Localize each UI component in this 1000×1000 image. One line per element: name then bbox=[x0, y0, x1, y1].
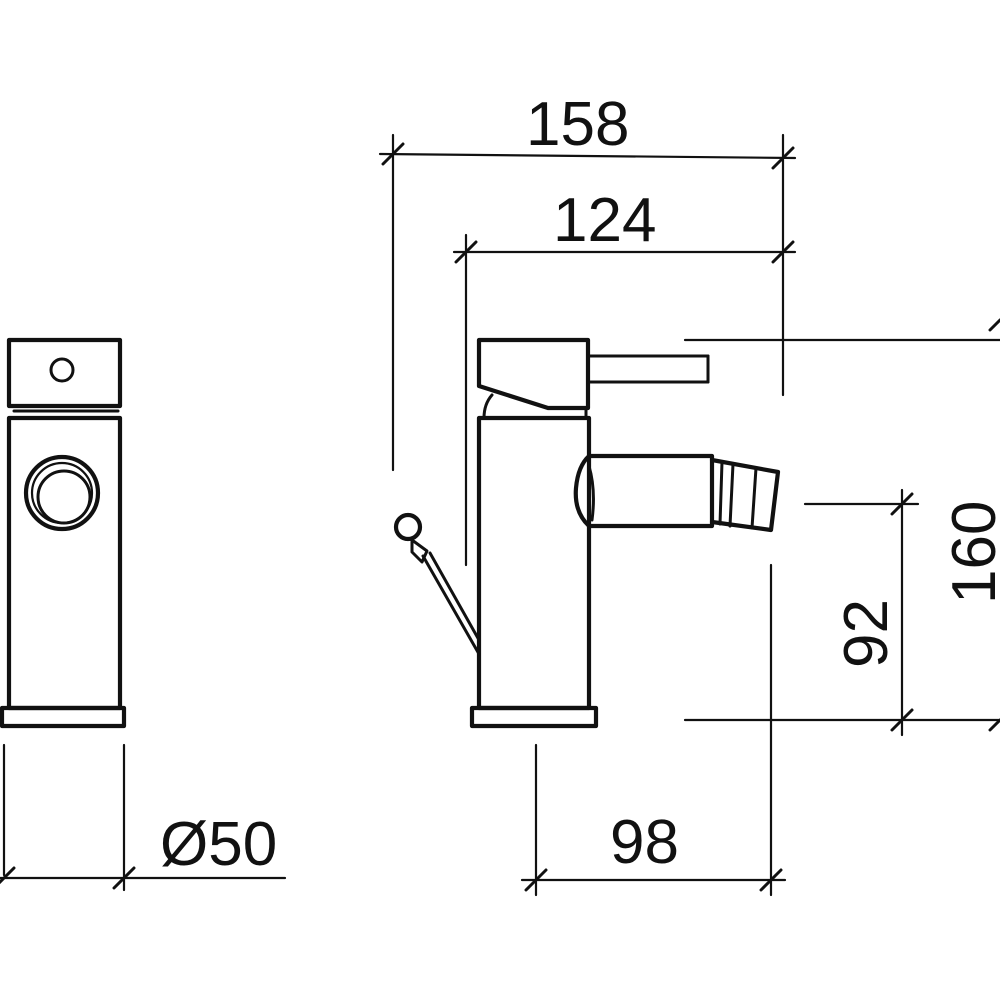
dimension-124-label: 124 bbox=[553, 186, 656, 255]
side-popup-rod bbox=[393, 512, 481, 656]
dimension-160-label: 160 bbox=[940, 501, 1000, 604]
front-view: Ø50 bbox=[0, 337, 287, 892]
dimension-98-label: 98 bbox=[610, 808, 679, 877]
dimension-158 bbox=[378, 133, 797, 472]
dimension-160 bbox=[683, 318, 1000, 732]
dimension-92 bbox=[803, 488, 920, 737]
dimension-124 bbox=[452, 233, 797, 567]
front-body bbox=[6, 415, 123, 711]
side-body bbox=[476, 415, 592, 711]
front-lever-head bbox=[6, 337, 123, 409]
dimension-158-label: 158 bbox=[526, 90, 629, 159]
front-outlet-nozzle bbox=[23, 454, 101, 532]
side-spout bbox=[573, 453, 715, 529]
side-spout-nozzle bbox=[709, 457, 781, 533]
diameter-label: Ø50 bbox=[160, 810, 277, 879]
side-view: 158 124 160 92 bbox=[378, 90, 1000, 897]
dimension-98 bbox=[520, 563, 787, 897]
diameter-dimension bbox=[0, 743, 287, 892]
side-lever-head bbox=[476, 337, 591, 411]
front-base-plate bbox=[0, 705, 127, 729]
side-base-plate bbox=[469, 705, 599, 729]
dimension-92-label: 92 bbox=[832, 599, 901, 668]
front-lever-pin-circle bbox=[49, 357, 75, 383]
